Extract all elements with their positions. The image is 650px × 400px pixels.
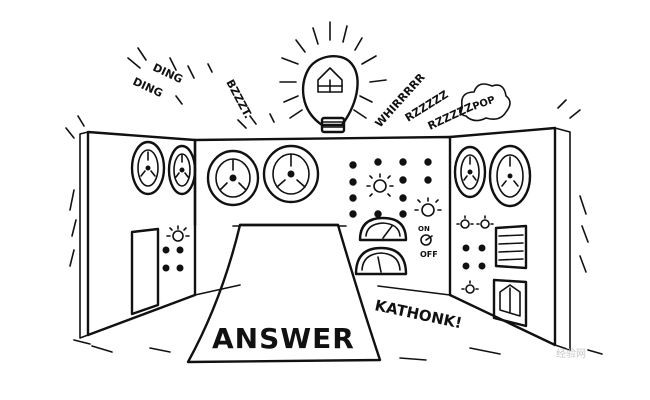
switch-off-label: OFF xyxy=(420,250,438,259)
lightbulb-rays xyxy=(279,21,387,119)
center-reel-2 xyxy=(262,144,320,204)
right-output-slot xyxy=(492,278,528,328)
right-indicator-lights xyxy=(456,215,494,294)
sound-pop: POP xyxy=(471,95,497,113)
motion-lines xyxy=(65,47,603,361)
center-gauge-2 xyxy=(354,246,408,276)
watermark-text: 经验网 xyxy=(556,347,586,360)
center-reel-1 xyxy=(206,149,260,207)
answer-text: ANSWER xyxy=(212,322,355,355)
on-off-switch: ON OFF xyxy=(418,225,438,259)
sound-whirr: WHIRRRRR xyxy=(373,71,428,130)
sound-kathonk: KATHONK! xyxy=(373,296,463,332)
center-gauge-1 xyxy=(358,216,408,242)
answer-paper xyxy=(186,223,382,364)
right-reel-1 xyxy=(453,145,487,199)
left-reel-2 xyxy=(167,144,197,196)
pop-cloud-icon xyxy=(458,83,511,122)
lightbulb-icon xyxy=(279,21,387,134)
sound-ding-1: DING xyxy=(151,61,185,86)
center-indicator-lights xyxy=(349,158,442,218)
left-display-panel xyxy=(130,227,160,316)
sound-ding-2: DING xyxy=(131,75,165,100)
switch-on-label: ON xyxy=(418,225,430,233)
sound-bzzzt: BZZZT. xyxy=(223,77,254,120)
right-vent-panel xyxy=(494,224,528,270)
left-indicator-lights xyxy=(162,225,190,272)
left-reel-1 xyxy=(130,140,166,196)
right-reel-2 xyxy=(488,144,532,208)
